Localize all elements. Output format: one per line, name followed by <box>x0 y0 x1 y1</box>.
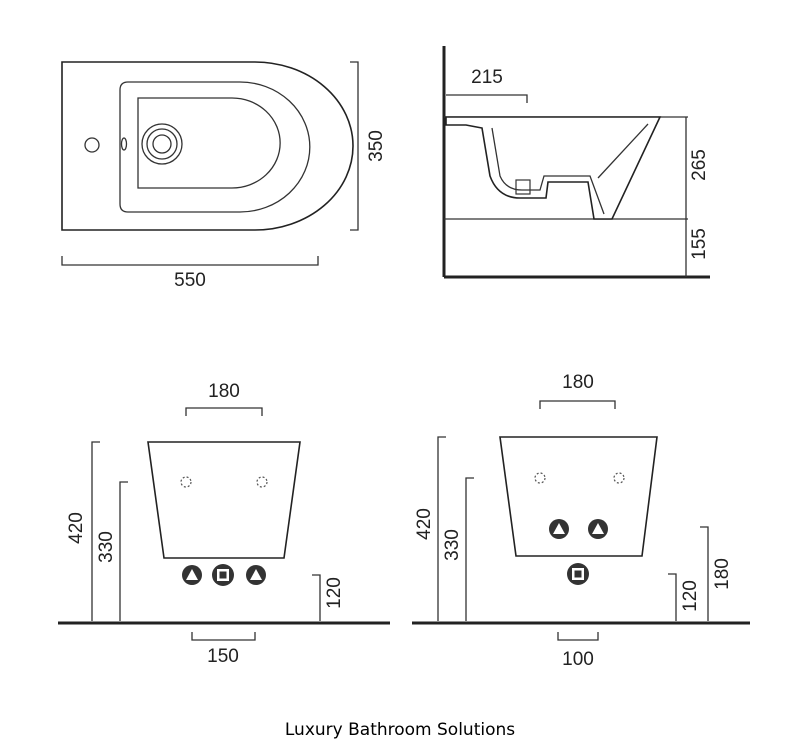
top-width-dimension-line-right <box>539 400 616 409</box>
front-view-left: 180 420 330 120 150 <box>58 381 390 667</box>
hot-water-arrow <box>186 569 198 580</box>
drain-inner-ring <box>152 134 172 154</box>
fixing-height-label-right: 330 <box>442 529 463 561</box>
bottom-width-dimension-line-left <box>191 632 256 641</box>
offset-dimension-line <box>446 94 528 103</box>
top-width-label-left: 180 <box>208 381 240 402</box>
cold-water-arrow <box>250 569 262 580</box>
front-face-line <box>597 123 649 179</box>
width-dimension-line <box>61 256 319 266</box>
bidet-top-outline <box>61 61 354 231</box>
footer-caption: Luxury Bathroom Solutions <box>284 720 516 740</box>
inlet-height-label-right: 120 <box>680 580 701 612</box>
width-dimension-label: 550 <box>174 270 206 291</box>
bidet-front-outline-right <box>499 436 658 557</box>
bowl-section-inner <box>491 127 605 215</box>
offset-dimension-label: 215 <box>471 67 503 88</box>
fixing-height-dimension-line-left <box>119 481 128 621</box>
bidet-section-body <box>445 116 662 220</box>
top-width-label-right: 180 <box>562 372 594 393</box>
bowl-opening <box>119 81 311 213</box>
bottom-width-dimension-line-right <box>557 632 599 641</box>
inlet-height-dimension-line-right <box>668 573 677 621</box>
top-width-dimension-line-left <box>185 407 263 416</box>
drain-outlet-square-inner <box>219 571 227 579</box>
fixing-hole-left-1 <box>180 476 192 488</box>
height-label-left: 420 <box>66 512 87 544</box>
depth-dimension-line <box>350 61 359 231</box>
tap-hole <box>84 137 100 153</box>
fixing-hole-left-2 <box>256 476 268 488</box>
upper-inlet-height-dimension-line-right <box>700 526 709 621</box>
front-view-right: 180 420 330 120 180 100 <box>412 372 750 670</box>
height-dimension-line-right <box>437 436 446 621</box>
cold-water-arrow-right <box>592 523 604 534</box>
side-view: 215 265 155 <box>442 46 710 279</box>
bowl-inner-line <box>137 97 281 189</box>
top-view: 550 350 <box>61 61 387 291</box>
drain-outer-ring <box>141 123 183 165</box>
fixing-height-label-left: 330 <box>96 531 117 563</box>
bottom-width-label-left: 150 <box>207 646 239 667</box>
inlet-height-label-left: 120 <box>324 577 345 609</box>
fixing-hole-right-2 <box>613 472 625 484</box>
depth-dimension-label: 350 <box>366 130 387 162</box>
inlet-height-dimension-line-left <box>312 574 321 621</box>
bidet-front-outline-left <box>147 441 301 559</box>
fixing-height-dimension-line-right <box>465 477 474 621</box>
hot-water-arrow-right <box>553 523 565 534</box>
height-dimension-label: 265 <box>689 149 710 181</box>
bottom-width-label-right: 100 <box>562 649 594 670</box>
drain-mid-ring <box>146 128 178 160</box>
upper-inlet-height-label-right: 180 <box>712 558 733 590</box>
drain-outlet-square-inner-right <box>574 570 582 578</box>
fixing-hole-right-1 <box>534 472 546 484</box>
fixing-bracket <box>515 179 531 195</box>
height-dimension-line-left <box>91 441 100 621</box>
overflow-slot <box>120 137 128 151</box>
rim-dimension-label: 155 <box>689 228 710 260</box>
height-label-right: 420 <box>414 508 435 540</box>
